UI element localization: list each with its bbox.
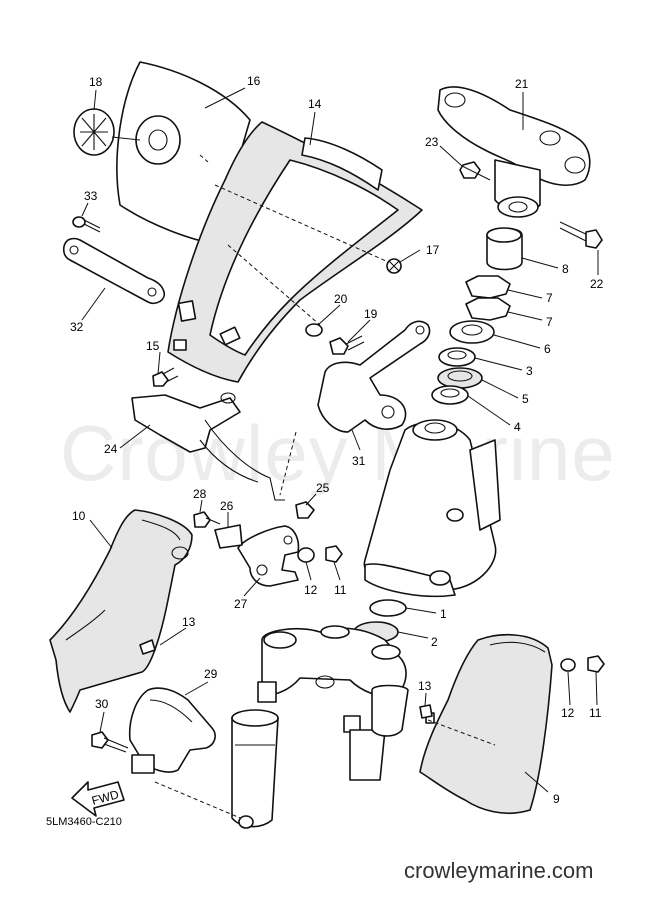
callout-26: 26 — [220, 499, 234, 513]
bolt-33 — [72, 216, 101, 233]
callout-13-right: 13 — [418, 679, 432, 693]
leader-lines — [81, 87, 599, 793]
callout-1: 1 — [440, 607, 447, 621]
callout-12-right: 12 — [561, 706, 575, 720]
callout-16: 16 — [247, 74, 261, 88]
callout-32: 32 — [70, 320, 84, 334]
callout-8: 8 — [562, 262, 569, 276]
callout-7b: 7 — [546, 315, 553, 329]
callout-28: 28 — [193, 487, 207, 501]
grommet-17 — [386, 258, 402, 274]
under-bracket — [257, 625, 407, 733]
front-fork — [231, 684, 409, 828]
bolt-30 — [91, 731, 129, 753]
alignment-line — [154, 781, 246, 821]
callout-33: 33 — [84, 189, 98, 203]
bearing-1 — [369, 599, 407, 617]
callout-4: 4 — [514, 420, 521, 434]
clip-13-right — [419, 704, 433, 719]
headlight-stay — [317, 320, 431, 433]
bolt-19 — [329, 335, 365, 355]
fwd-arrow — [71, 781, 125, 817]
callout-numbers: 18 16 14 21 23 33 17 22 8 7 7 32 20 19 6… — [70, 74, 604, 806]
bracket — [62, 237, 166, 305]
clip-26 — [214, 524, 243, 549]
callout-24: 24 — [104, 442, 118, 456]
callout-10: 10 — [72, 509, 86, 523]
emblem — [73, 108, 115, 156]
bearing-stack — [431, 227, 523, 405]
callout-27: 27 — [234, 597, 248, 611]
callout-31: 31 — [352, 454, 366, 468]
collar-12-right — [560, 658, 576, 672]
callout-19: 19 — [364, 307, 378, 321]
callout-17: 17 — [426, 243, 440, 257]
left-side-cover — [49, 509, 193, 713]
callout-9: 9 — [553, 792, 560, 806]
callout-29: 29 — [204, 667, 218, 681]
drawing-code: 5LM3460-C210 — [46, 816, 122, 828]
bolt-11-left — [325, 545, 343, 563]
website-link[interactable]: crowleymarine.com — [404, 858, 594, 883]
callout-20: 20 — [334, 292, 348, 306]
bolt-28 — [193, 511, 221, 528]
callout-14: 14 — [308, 97, 322, 111]
callout-5: 5 — [522, 392, 529, 406]
steering-column — [363, 419, 501, 598]
callout-11-right: 11 — [589, 706, 602, 720]
bracket-27 — [237, 525, 300, 587]
handle-crown — [437, 86, 591, 218]
callout-6: 6 — [544, 342, 551, 356]
bracket-29 — [128, 687, 216, 774]
bolt-22 — [559, 221, 603, 249]
callout-3: 3 — [526, 364, 533, 378]
fork-grommet — [238, 815, 254, 829]
callout-15: 15 — [146, 339, 160, 353]
callout-12-left: 12 — [304, 583, 318, 597]
front-cowl — [167, 121, 423, 383]
callout-18: 18 — [89, 75, 103, 89]
callout-25: 25 — [316, 481, 330, 495]
collar-12-left — [297, 547, 315, 563]
callout-21: 21 — [515, 77, 529, 91]
callout-2: 2 — [431, 635, 438, 649]
right-side-cover — [419, 633, 553, 814]
callout-22: 22 — [590, 277, 604, 291]
collar-20 — [305, 323, 323, 337]
bolt-25 — [295, 501, 315, 519]
fwd-label: FWD — [90, 787, 120, 808]
callout-7a: 7 — [546, 291, 553, 305]
callout-23: 23 — [425, 135, 439, 149]
callout-30: 30 — [95, 697, 109, 711]
callout-11-left: 11 — [334, 583, 347, 597]
bolt-11-right — [587, 655, 605, 673]
bolt-15 — [152, 367, 179, 387]
cable-guide — [131, 392, 297, 501]
callout-13-left: 13 — [182, 615, 196, 629]
